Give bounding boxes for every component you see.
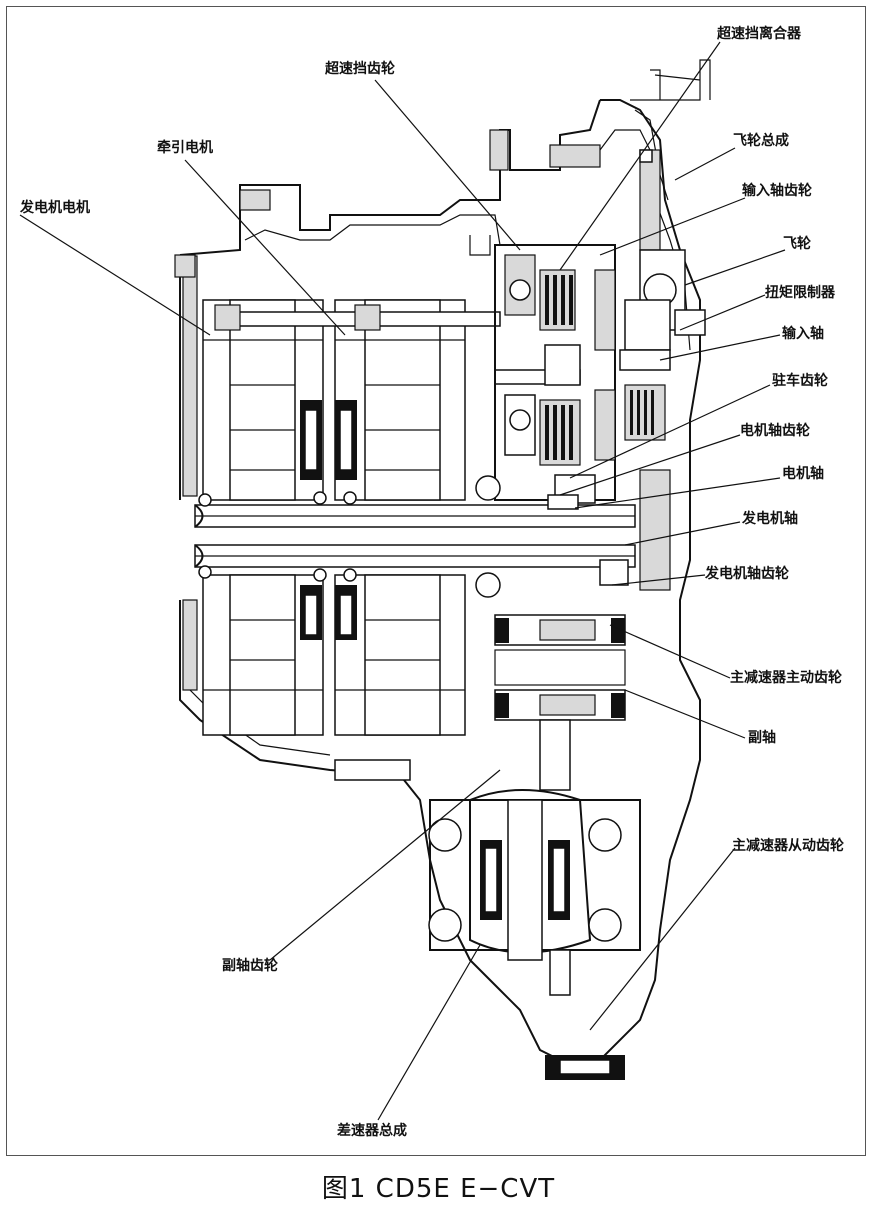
leader-lines xyxy=(19,41,786,1121)
label-generator-shaft: 发电机轴 xyxy=(741,510,798,527)
label-countershaft-gear: 副轴齿轮 xyxy=(222,957,278,974)
differential-assembly xyxy=(334,759,641,1080)
callout-labels: 超速挡离合器 超速挡齿轮 飞轮总成 牵引电机 发电机电机 输入轴齿轮 飞轮 扭矩… xyxy=(19,25,844,1139)
label-flywheel-assembly: 飞轮总成 xyxy=(733,132,789,149)
flywheel-assembly xyxy=(599,149,706,591)
label-flywheel: 飞轮 xyxy=(783,235,811,252)
generator-motor xyxy=(202,299,324,736)
label-torque-limiter: 扭矩限制器 xyxy=(765,284,836,301)
countershaft xyxy=(475,572,626,791)
label-traction-motor: 牵引电机 xyxy=(157,139,213,156)
label-countershaft: 副轴 xyxy=(748,729,776,746)
label-overdrive-gear: 超速挡齿轮 xyxy=(324,60,395,77)
label-generator-shaft-gear: 发电机轴齿轮 xyxy=(704,565,789,582)
label-final-drive-gear: 主减速器主动齿轮 xyxy=(730,669,842,686)
housing-bolts xyxy=(174,129,601,331)
traction-motor xyxy=(334,299,466,736)
label-generator-motor: 发电机电机 xyxy=(19,199,90,216)
label-input-shaft: 输入轴 xyxy=(782,325,824,342)
clutch-gear-pack xyxy=(475,244,616,510)
label-motor-shaft: 电机轴 xyxy=(782,465,824,482)
label-input-shaft-gear: 输入轴齿轮 xyxy=(742,182,812,199)
label-parking-gear: 驻车齿轮 xyxy=(772,372,828,389)
label-differential-assembly: 差速器总成 xyxy=(337,1122,407,1139)
figure-caption: 图1 CD5E E−CVT xyxy=(321,1174,556,1204)
label-motor-shaft-gear: 电机轴齿轮 xyxy=(740,422,810,439)
label-final-driven-gear: 主减速器从动齿轮 xyxy=(732,837,844,854)
shafts xyxy=(194,311,636,582)
label-overdrive-clutch: 超速挡离合器 xyxy=(716,25,802,42)
